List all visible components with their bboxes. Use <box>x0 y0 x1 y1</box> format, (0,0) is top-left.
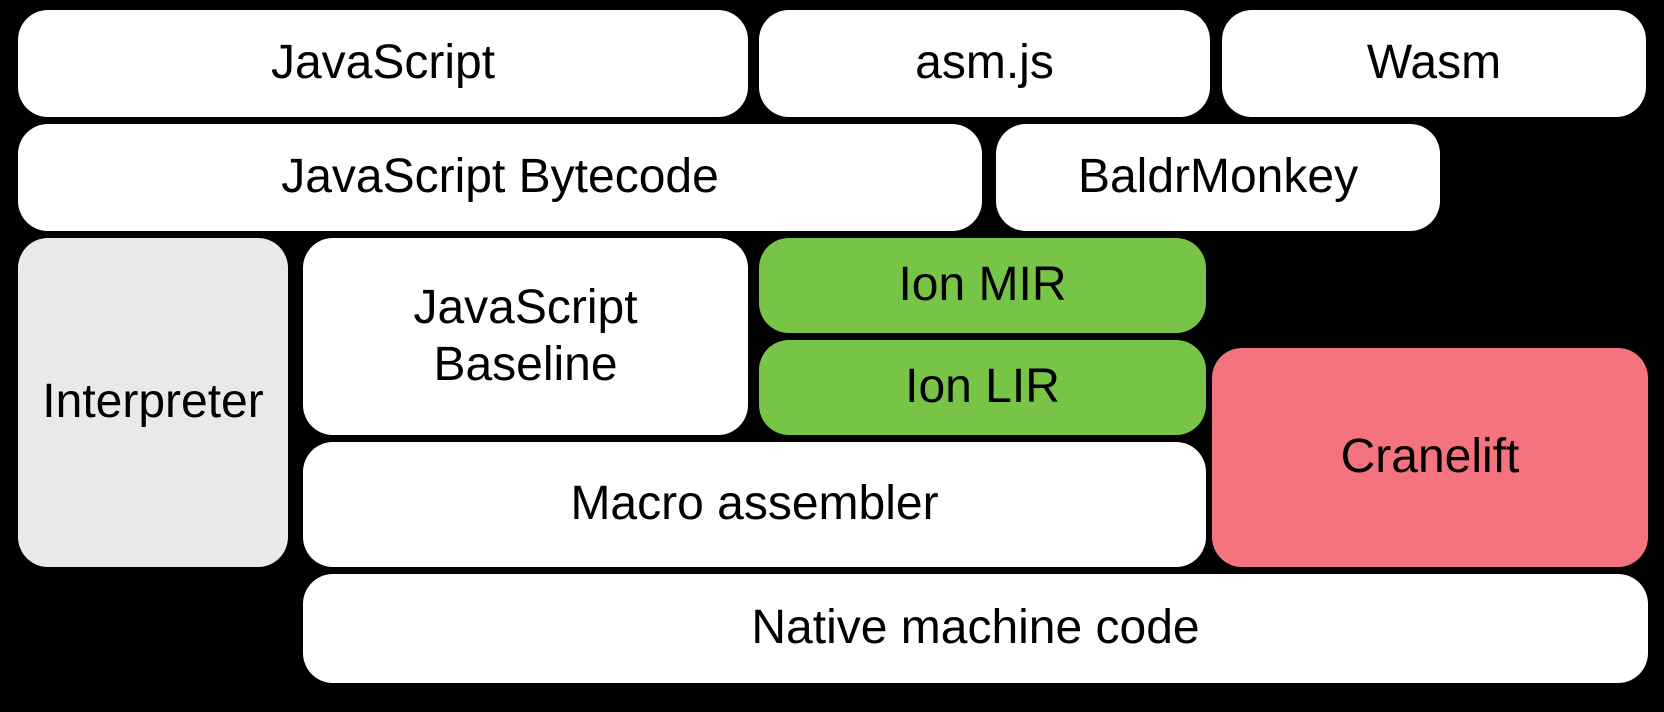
baldrmonkey-box: BaldrMonkey <box>996 124 1440 231</box>
javascript-bytecode-box: JavaScript Bytecode <box>18 124 982 231</box>
ion-mir-box: Ion MIR <box>759 238 1206 333</box>
javascript-baseline-box: JavaScript Baseline <box>303 238 748 435</box>
wasm-source-box: Wasm <box>1222 10 1646 117</box>
interpreter-box: Interpreter <box>18 238 288 567</box>
macro-assembler-box: Macro assembler <box>303 442 1206 567</box>
javascript-source-box: JavaScript <box>18 10 748 117</box>
ion-lir-box: Ion LIR <box>759 340 1206 435</box>
asmjs-source-box: asm.js <box>759 10 1210 117</box>
cranelift-box: Cranelift <box>1212 348 1648 567</box>
native-machine-code-box: Native machine code <box>303 574 1648 683</box>
